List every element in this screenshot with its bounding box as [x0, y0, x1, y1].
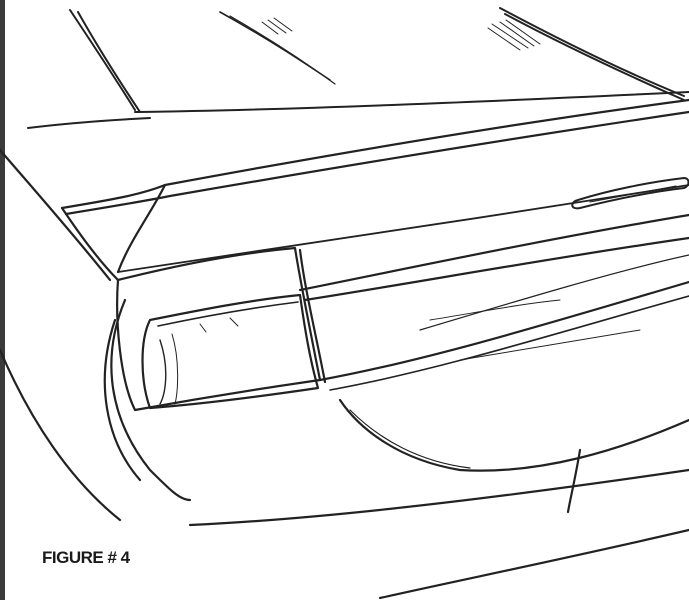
spoiler-lines	[0, 98, 689, 282]
glass-hatching	[261, 17, 541, 51]
brake-light	[571, 177, 689, 210]
figure-caption: FIGURE # 4	[42, 548, 130, 567]
scan-border	[0, 0, 5, 600]
rear-window-lines	[27, 7, 689, 129]
taillight	[116, 246, 327, 412]
rear-body-lines	[0, 213, 689, 600]
